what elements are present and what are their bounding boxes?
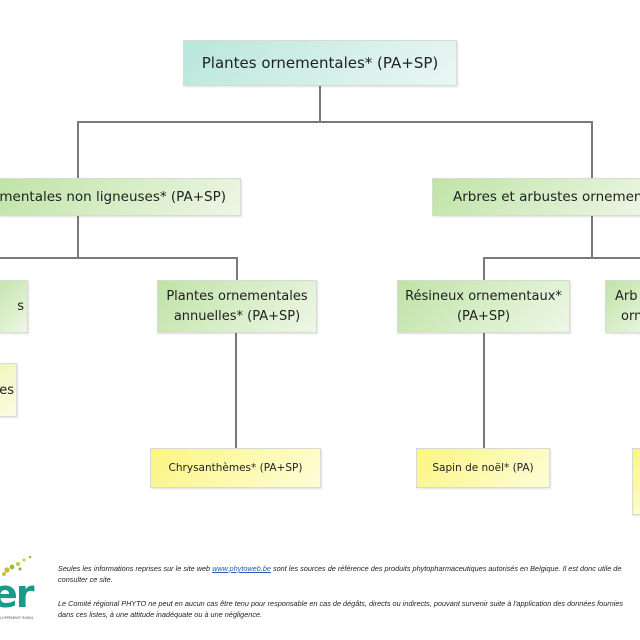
connector bbox=[483, 333, 485, 448]
connector bbox=[77, 121, 79, 178]
connector bbox=[591, 216, 593, 258]
node-arbres-arbustes[interactable]: Arbres et arbustes ornementa bbox=[432, 178, 640, 216]
node-resineux[interactable]: Résineux ornementaux* (PA+SP) bbox=[397, 280, 570, 333]
disclaimer-text: sont les sources de référence des produi… bbox=[58, 564, 622, 584]
disclaimer-text: Le Comité régional PHYTO ne peut en aucu… bbox=[58, 599, 624, 619]
connector bbox=[77, 216, 79, 258]
connector bbox=[236, 257, 238, 280]
node-label: Arbres et arbustes ornementa bbox=[453, 189, 640, 205]
node-label: nementales non ligneuses* (PA+SP) bbox=[0, 189, 226, 205]
node-partial-right-leaf[interactable] bbox=[632, 448, 640, 515]
connector bbox=[591, 121, 593, 178]
node-label-line2: orn bbox=[621, 308, 640, 324]
logo: er LOPPEMENT RURAL bbox=[0, 553, 42, 625]
node-chrysanthemes[interactable]: Chrysanthèmes* (PA+SP) bbox=[150, 448, 321, 488]
node-label: es bbox=[0, 382, 14, 398]
node-annuelles[interactable]: Plantes ornementales annuelles* (PA+SP) bbox=[157, 280, 317, 333]
node-partial-left[interactable]: s bbox=[0, 280, 28, 333]
disclaimer-1: Seules les informations reprises sur le … bbox=[58, 563, 630, 585]
node-partial-left-leaf[interactable]: es bbox=[0, 363, 17, 417]
logo-text: er bbox=[0, 572, 34, 616]
logo-dots-icon bbox=[2, 555, 32, 576]
node-label-line2: (PA+SP) bbox=[456, 308, 511, 324]
node-label-line1: Plantes ornementales bbox=[166, 288, 308, 304]
disclaimer-2: Le Comité régional PHYTO ne peut en aucu… bbox=[58, 598, 630, 620]
connector bbox=[235, 333, 237, 448]
node-root[interactable]: Plantes ornementales* (PA+SP) bbox=[183, 40, 457, 86]
node-label: Chrysanthèmes* (PA+SP) bbox=[168, 462, 303, 474]
connector bbox=[77, 121, 593, 123]
node-label-line1: Résineux ornementaux* bbox=[405, 288, 562, 304]
logo-subtext: LOPPEMENT RURAL bbox=[0, 616, 34, 620]
node-label-line2: annuelles* (PA+SP) bbox=[173, 308, 301, 324]
node-label: Plantes ornementales* (PA+SP) bbox=[201, 54, 439, 72]
node-label: s bbox=[17, 298, 24, 314]
connector bbox=[483, 257, 640, 259]
connector bbox=[0, 257, 238, 259]
disclaimer-text: Seules les informations reprises sur le … bbox=[58, 564, 213, 573]
node-label-line1: Arb bbox=[615, 288, 638, 304]
node-non-ligneuses[interactable]: nementales non ligneuses* (PA+SP) bbox=[0, 178, 241, 216]
node-sapin-de-noel[interactable]: Sapin de noël* (PA) bbox=[416, 448, 550, 488]
connector bbox=[319, 86, 321, 122]
phytoweb-link[interactable]: www.phytoweb.be bbox=[212, 564, 271, 573]
connector bbox=[483, 257, 485, 280]
node-partial-right[interactable]: Arb orn bbox=[605, 280, 640, 333]
node-label: Sapin de noël* (PA) bbox=[432, 462, 534, 474]
